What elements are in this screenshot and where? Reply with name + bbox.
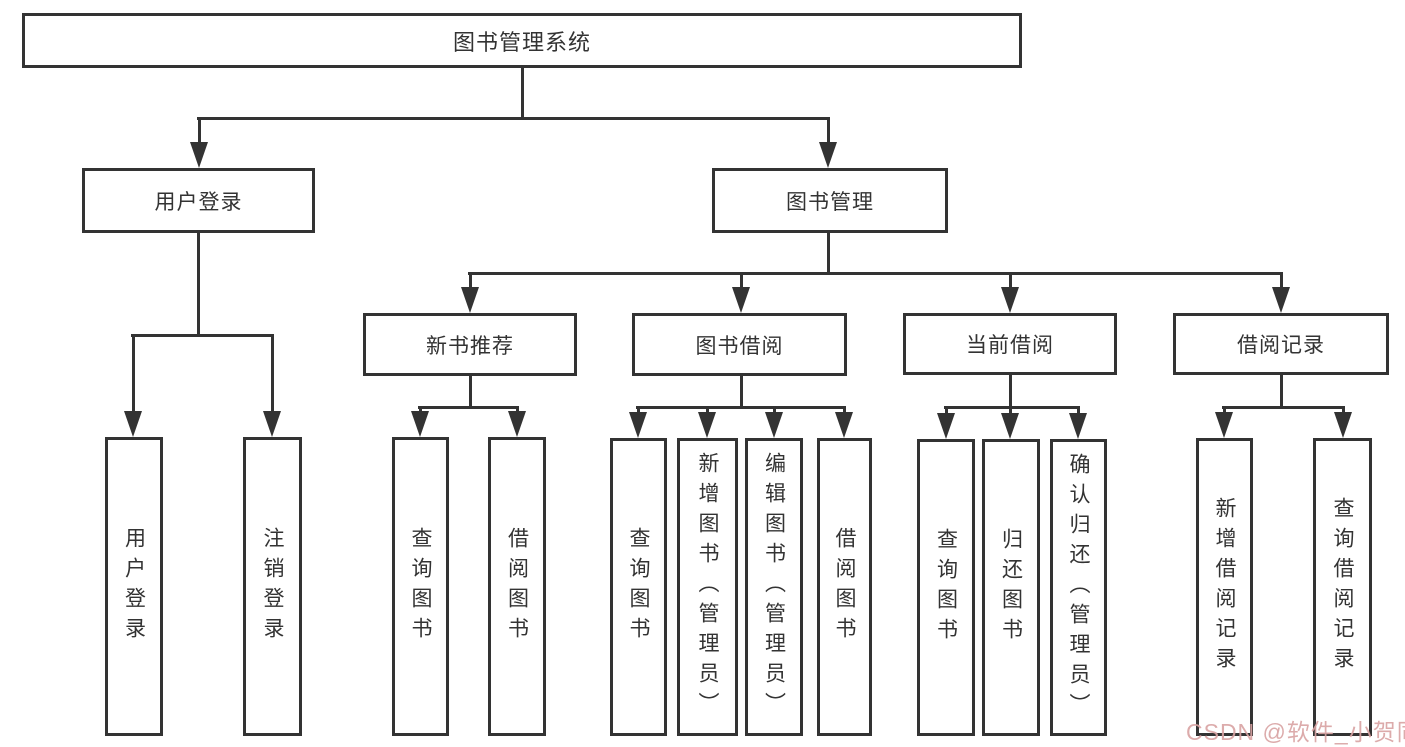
connector-line [468, 272, 472, 289]
leaf-logout: 注销登录 [243, 437, 302, 736]
connector-line [636, 405, 846, 409]
connector-line [739, 272, 743, 289]
connector-line [1008, 272, 1012, 289]
connector-line [418, 405, 519, 409]
arrow-down-icon [1215, 412, 1233, 438]
csdn-watermark: CSDN @软件_小贺同学 [1186, 719, 1405, 745]
arrow-down-icon [1069, 413, 1087, 439]
connector-line [636, 406, 640, 414]
leaf-query-books-current: 查询图书 [917, 439, 975, 736]
leaf-query-borrow-record: 查询借阅记录 [1313, 438, 1372, 736]
connector-line [468, 376, 472, 409]
connector-line [705, 406, 709, 414]
arrow-down-icon [263, 411, 281, 437]
connector-line [468, 271, 1283, 275]
connector-line [1279, 272, 1283, 289]
arrow-down-icon [819, 142, 837, 168]
node-borrow-records: 借阅记录 [1173, 313, 1389, 375]
connector-line [772, 406, 776, 414]
connector-line [1008, 375, 1012, 409]
connector-line [515, 406, 519, 413]
connector-line [520, 68, 524, 119]
connector-line [270, 334, 274, 413]
leaf-confirm-return-admin: 确认归还（管理员） [1050, 439, 1107, 736]
leaf-user-login: 用户登录 [105, 437, 163, 736]
connector-line [131, 334, 135, 413]
leaf-edit-book-admin: 编辑图书（管理员） [745, 438, 803, 736]
node-book-management: 图书管理 [712, 168, 948, 233]
connector-line [739, 376, 743, 409]
arrow-down-icon [937, 413, 955, 439]
connector-line [826, 117, 830, 144]
node-current-borrow: 当前借阅 [903, 313, 1117, 375]
arrow-down-icon [732, 287, 750, 313]
node-library-management-system: 图书管理系统 [22, 13, 1022, 68]
connector-line [1279, 375, 1283, 409]
connector-line [197, 116, 830, 120]
connector-line [944, 405, 1080, 409]
node-user-login: 用户登录 [82, 168, 315, 233]
arrow-down-icon [411, 411, 429, 437]
connector-line [131, 333, 274, 337]
connector-line [944, 406, 948, 415]
leaf-return-book: 归还图书 [982, 439, 1040, 736]
arrow-down-icon [124, 411, 142, 437]
arrow-down-icon [698, 412, 716, 438]
leaf-query-books-recommend: 查询图书 [392, 437, 449, 736]
connector-line [1076, 406, 1080, 415]
arrow-down-icon [1001, 287, 1019, 313]
connector-line [1008, 406, 1012, 415]
node-book-borrow: 图书借阅 [632, 313, 847, 376]
leaf-borrow-books: 借阅图书 [817, 438, 872, 736]
leaf-query-books-borrow: 查询图书 [610, 438, 667, 736]
arrow-down-icon [461, 287, 479, 313]
connector-line [196, 233, 200, 337]
arrow-down-icon [1001, 413, 1019, 439]
connector-line [842, 406, 846, 414]
arrow-down-icon [629, 412, 647, 438]
arrow-down-icon [1334, 412, 1352, 438]
arrow-down-icon [835, 412, 853, 438]
leaf-borrow-books-recommend: 借阅图书 [488, 437, 546, 736]
arrow-down-icon [1272, 287, 1290, 313]
node-new-book-recommend: 新书推荐 [363, 313, 577, 376]
arrow-down-icon [508, 411, 526, 437]
connector-line [1341, 406, 1345, 414]
leaf-add-borrow-record: 新增借阅记录 [1196, 438, 1253, 736]
connector-line [1222, 406, 1226, 414]
arrow-down-icon [190, 142, 208, 168]
connector-line [826, 233, 830, 275]
arrow-down-icon [765, 412, 783, 438]
connector-line [197, 117, 201, 144]
leaf-add-book-admin: 新增图书（管理员） [677, 438, 738, 736]
connector-line [1222, 405, 1345, 409]
connector-line [418, 406, 422, 413]
